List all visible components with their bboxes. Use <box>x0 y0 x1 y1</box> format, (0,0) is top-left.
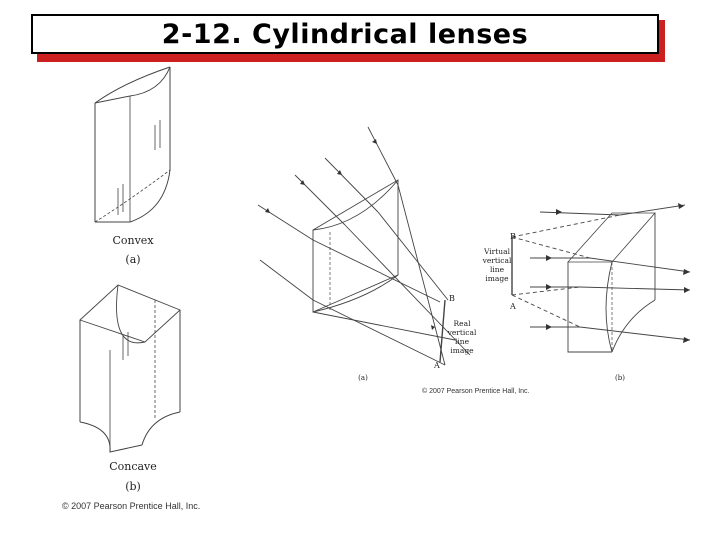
virtual-image-line-1: Virtual <box>483 247 511 256</box>
virtual-image-line-4: image <box>485 274 509 283</box>
title-box: 2-12. Cylindrical lenses <box>31 14 659 54</box>
virtual-image-line-2: vertical <box>482 256 512 265</box>
convex-label: Convex <box>112 234 154 247</box>
slide-title: 2-12. Cylindrical lenses <box>161 18 529 50</box>
point-a-left: A <box>433 361 440 370</box>
concave-ray-diagram <box>511 204 691 353</box>
real-image-line-4: image <box>450 346 474 355</box>
part-a-label-right: (a) <box>358 374 368 382</box>
point-b-right: B <box>510 232 516 241</box>
real-image-line-2: vertical <box>447 328 477 337</box>
real-image-line-1: Real <box>454 319 472 328</box>
left-copyright: © 2007 Pearson Prentice Hall, Inc. <box>62 501 200 511</box>
point-b-left: B <box>449 294 455 303</box>
virtual-image-line-3: line <box>490 265 505 274</box>
convex-ray-diagram <box>257 126 471 366</box>
real-image-line-3: line <box>455 337 470 346</box>
part-a-label-left: (a) <box>125 253 140 266</box>
ray-arrowheads-a <box>265 139 435 330</box>
ray-arrowheads-b <box>546 203 690 343</box>
concave-label: Concave <box>109 460 157 473</box>
part-b-label-left: (b) <box>125 480 141 493</box>
concave-lens-drawing <box>79 284 181 453</box>
right-copyright: © 2007 Pearson Prentice Hall, Inc. <box>422 387 530 395</box>
convex-lens-drawing <box>94 66 171 223</box>
point-a-right: A <box>509 302 516 311</box>
part-b-label-right: (b) <box>615 374 625 382</box>
